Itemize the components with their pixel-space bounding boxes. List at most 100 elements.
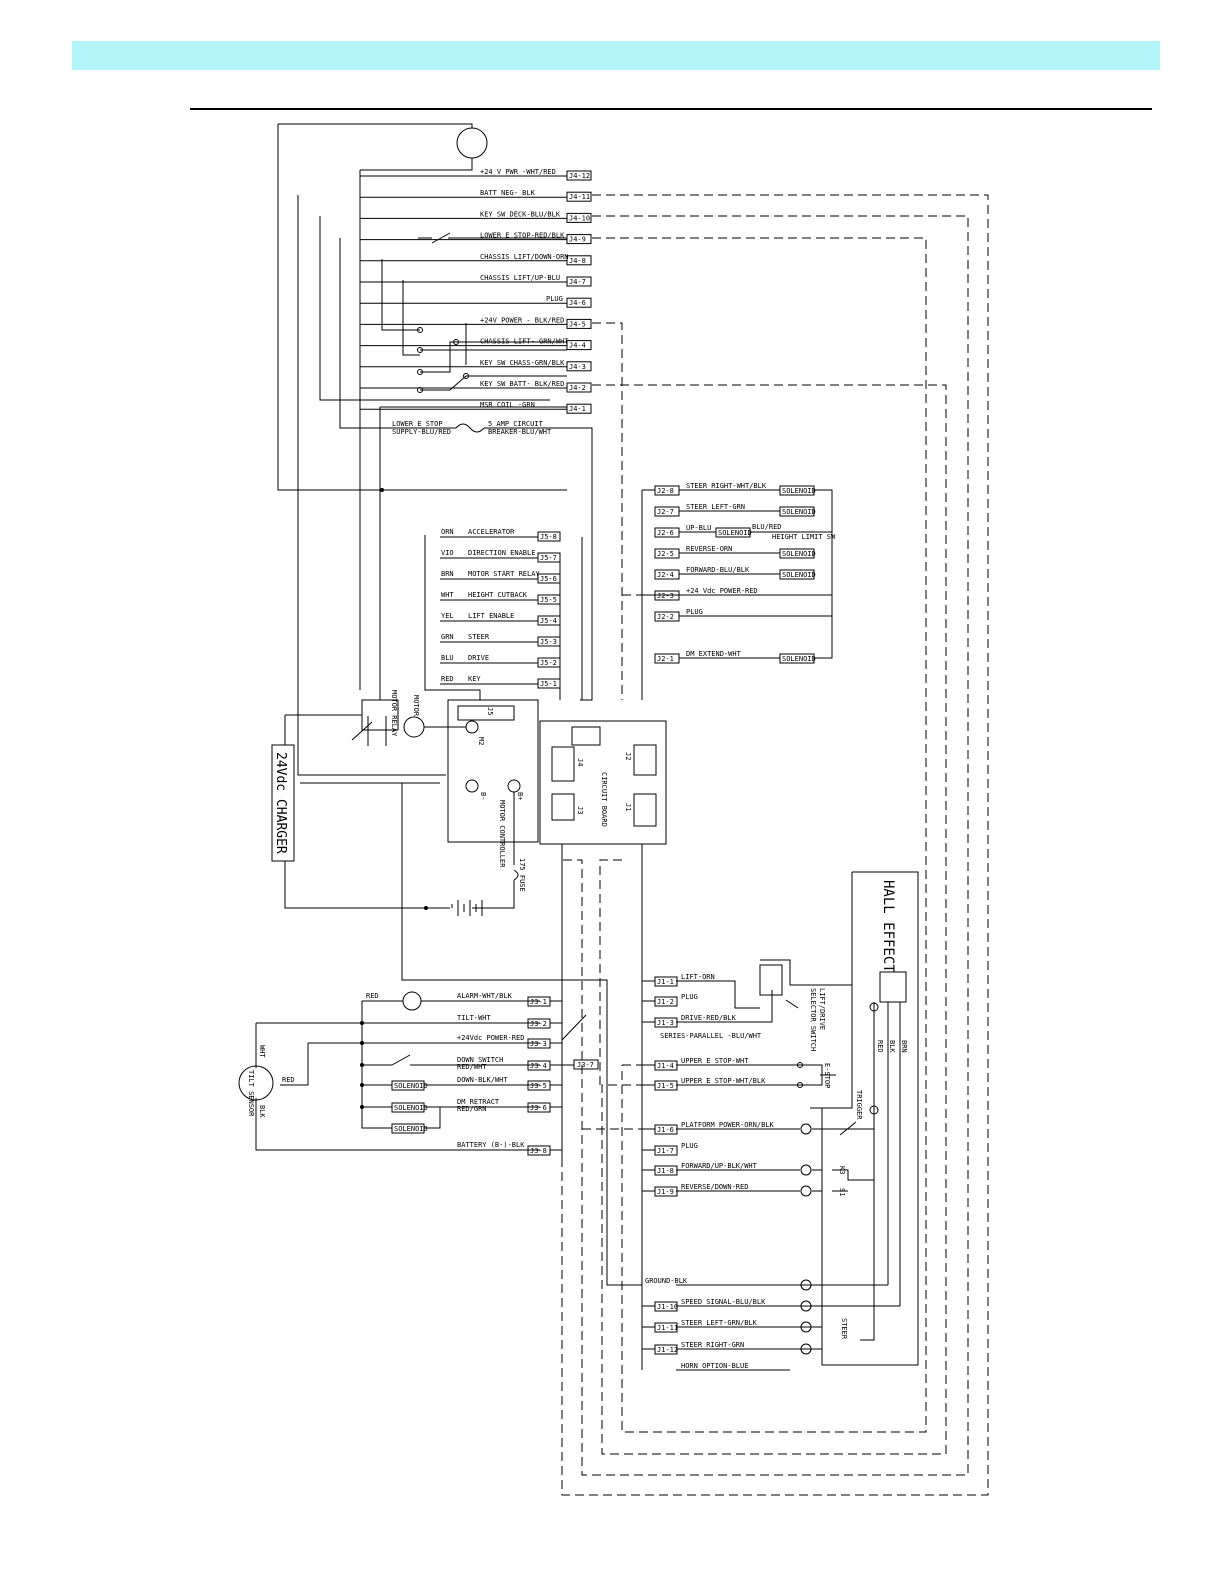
- motor-relay-label: MOTOR RELAY: [390, 690, 398, 737]
- e-stop-label: E-STOP: [823, 1063, 831, 1088]
- j2-pin-label: J2-6: [657, 529, 674, 537]
- j2-header-label: J2: [624, 752, 632, 760]
- j4-wire-label: CHASSIS LIFT- GRN/WHT: [480, 338, 569, 346]
- j5-wire-label: DIRECTION ENABLE: [468, 549, 535, 557]
- trigger-label: TRIGGER: [855, 1090, 863, 1120]
- height-limit-switch-label: HEIGHT LIMIT SW: [772, 533, 836, 541]
- j2-wire-label: STEER LEFT-GRN: [686, 503, 745, 511]
- j3-wire-label: TILT-WHT: [457, 1014, 492, 1022]
- j1-pin-label: J1-6: [657, 1126, 674, 1134]
- hall-wire-blk-label: BLK: [888, 1040, 896, 1053]
- j2-pin-label: J2-8: [657, 487, 674, 495]
- j4-pin-label: J4-8: [569, 257, 586, 265]
- s1-label: S1: [838, 1188, 846, 1196]
- j3-wire-label: DOWN-BLK/WHT: [457, 1076, 508, 1084]
- j4-pin-label: J4-11: [569, 193, 590, 201]
- j5-pin-label: J5-5: [540, 596, 557, 604]
- j1-wire-label: REVERSE/DOWN-RED: [681, 1183, 748, 1191]
- j2-wire-label: PLUG: [686, 608, 703, 616]
- j4-wire-label: +24 V PWR -WHT/RED: [480, 168, 556, 176]
- header-rule: [190, 108, 1152, 110]
- j2-wire-label: +24 Vdc POWER-RED: [686, 587, 758, 595]
- j2-wire-label: FORWARD-BLU/BLK: [686, 566, 750, 574]
- selector-switch-box: [759, 964, 783, 996]
- j1-pin-label: J1-3: [657, 1019, 674, 1027]
- j5-wire-label: ACCELERATOR: [468, 528, 515, 536]
- j5-wire-color: BRN: [441, 570, 454, 578]
- j4-header-label: J4: [576, 758, 584, 766]
- j3-wire-sublabel: RED/GRN: [457, 1105, 487, 1113]
- j5-wire-label: KEY: [468, 675, 481, 683]
- j1-pin-label: J1-8: [657, 1167, 674, 1175]
- j1-header-label: J1: [624, 803, 632, 811]
- tilt-sensor-symbol: [238, 1065, 274, 1101]
- j3-wire-label: ALARM-WHT/BLK: [457, 992, 513, 1000]
- j4-pin-box: [566, 403, 592, 414]
- j1-wire-label: HORN OPTION-BLUE: [681, 1362, 748, 1370]
- motor-controller-label: MOTOR CONTROLLER: [498, 800, 506, 868]
- j4-pin-box: [566, 340, 592, 351]
- j4-pin-label: J4-3: [569, 363, 586, 371]
- j2-pin-label: J2-5: [657, 550, 674, 558]
- j4-wire-label: +24V POWER - BLK/RED: [480, 316, 564, 324]
- j1-pin-label: J1-11: [657, 1324, 678, 1332]
- j4-pin-box: [566, 191, 592, 202]
- j1-pin-label: J1-4: [657, 1062, 674, 1070]
- solenoid-box: [779, 569, 815, 580]
- solenoid-label: SOLENOID: [782, 550, 816, 558]
- j5-wire-label: HEIGHT CUTBACK: [468, 591, 528, 599]
- j1-wire-label: DRIVE-RED/BLK: [681, 1014, 737, 1022]
- lift-drive-label: LIFT/DRIVE: [818, 988, 826, 1030]
- j3-header-label: J3: [576, 806, 584, 814]
- j5-socket: [457, 705, 515, 721]
- j1-wire-label: STEER RIGHT-GRN: [681, 1341, 744, 1349]
- j4-pin-box: [566, 361, 592, 372]
- j4-pin-label: J4-6: [569, 299, 586, 307]
- solenoid-box: [779, 506, 815, 517]
- j5-pin-label: J5-1: [540, 680, 557, 688]
- j4-pin-label: J4-5: [569, 320, 586, 328]
- j2-wire-label: STEER RIGHT-WHT/BLK: [686, 482, 767, 490]
- alarm-symbol: [402, 991, 422, 1011]
- j3-pin-label: J3-4: [530, 1062, 547, 1070]
- lower-e-stop-sub-label: SUPPLY-BLU/RED: [392, 428, 451, 436]
- j5-wire-label: DRIVE: [468, 654, 489, 662]
- b-plus-label: B+: [516, 792, 524, 800]
- motor-controller-box: [447, 699, 539, 843]
- j4-pin-label: J4-1: [569, 405, 586, 413]
- selector-switch-label: SELECTOR SWITCH: [809, 988, 817, 1051]
- j3-7-label: J3-7: [577, 1061, 594, 1069]
- j3-pin-label: J3-2: [530, 1020, 547, 1028]
- j4-wire-label: LOWER E STOP-RED/BLK: [480, 232, 565, 240]
- j1-wire-label: SPEED SIGNAL-BLU/BLK: [681, 1298, 766, 1306]
- j4-pin-label: J4-10: [569, 214, 590, 222]
- meter-symbol: [456, 127, 488, 159]
- j1-wire-label: PLUG: [681, 993, 698, 1001]
- b-plus-terminal: [507, 779, 521, 793]
- j1-pin-label: J1-2: [657, 998, 674, 1006]
- j1-pin-label: J1-7: [657, 1147, 674, 1155]
- j3-pin-label: J3-8: [530, 1147, 547, 1155]
- solenoid-label: SOLENOID: [782, 487, 816, 495]
- j1-pin-label: J1-5: [657, 1082, 674, 1090]
- j1-wire-label: SERIES-PARALLEL -BLU/WHT: [660, 1032, 762, 1040]
- hall-effect-label: HALL EFFECT: [880, 880, 896, 973]
- j4-pin-box: [566, 382, 592, 393]
- hall-wire-red-label: RED: [876, 1040, 884, 1053]
- j3-wire-label: +24Vdc POWER-RED: [457, 1034, 524, 1042]
- j4-pin-label: J4-9: [569, 236, 586, 244]
- j2-pin-label: J2-4: [657, 571, 674, 579]
- j4-pin-box: [566, 255, 592, 266]
- j4-pin-label: J4-7: [569, 278, 586, 286]
- steer-label: STEER: [840, 1318, 848, 1340]
- j1-wire-label: PLATFORM POWER-ORN/BLK: [681, 1121, 775, 1129]
- j5-wire-color: BLU: [441, 654, 454, 662]
- b-minus-label: B-: [479, 792, 487, 800]
- j3-wire-label: DM RETRACT: [457, 1098, 500, 1106]
- solenoid-box: [779, 653, 815, 664]
- j1-wire-label: FORWARD/UP-BLK/WHT: [681, 1162, 758, 1170]
